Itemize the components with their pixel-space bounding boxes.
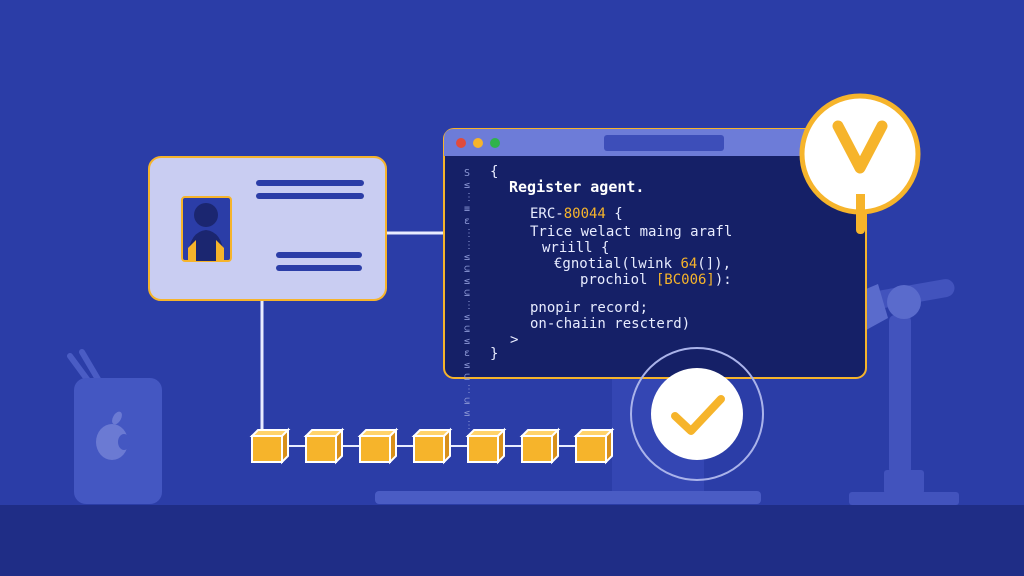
- blockchain-block-icon: [357, 427, 399, 465]
- address-bar[interactable]: [604, 135, 724, 151]
- open-brace: {: [490, 164, 499, 180]
- person-id-card-icon: [148, 156, 387, 301]
- close-brace: }: [490, 346, 499, 362]
- close-angle: >: [510, 332, 519, 348]
- close-dot-icon[interactable]: [456, 138, 466, 148]
- floor: [0, 505, 1024, 576]
- code-title: Register agent.: [509, 178, 645, 196]
- check-mark-icon: [671, 395, 725, 435]
- line-gutter: S ≤ ⋮ ≡ ε ⋮ ⋮ ≤ ⊆ ≤ ⊆ ⋮ ≤ ⊆ ≤ ε ≤ ⊆ ⋮ ⊆ …: [464, 168, 474, 431]
- code-line-4: €gnotial(lwink 64(]),: [554, 256, 732, 272]
- blockchain-block-icon: [303, 427, 345, 465]
- code-line-5: prochiol [BC006]):: [580, 272, 732, 288]
- code-line-7: on-chaiin rescterd): [530, 316, 691, 332]
- blockchain-block-icon: [465, 427, 507, 465]
- blockchain-block-icon: [411, 427, 453, 465]
- code-line-2: Trice welact maing arafl: [530, 224, 733, 240]
- blockchain-blocks: [249, 427, 615, 465]
- code-line-3: wriill {: [542, 240, 610, 256]
- blockchain-block-icon: [573, 427, 615, 465]
- blockchain-block-icon: [249, 427, 291, 465]
- pencil-cup-icon: [67, 349, 162, 504]
- code-window: [443, 128, 867, 379]
- minimize-dot-icon[interactable]: [473, 138, 483, 148]
- code-line-6: pnopir record;: [530, 300, 649, 316]
- maximize-dot-icon[interactable]: [490, 138, 500, 148]
- v-badge-icon: [799, 93, 921, 234]
- blockchain-block-icon: [519, 427, 561, 465]
- code-line-1: ERC-80044 {: [530, 206, 623, 222]
- verified-check: [630, 347, 764, 481]
- code-editor: S ≤ ⋮ ≡ ε ⋮ ⋮ ≤ ⊆ ≤ ⊆ ⋮ ≤ ⊆ ≤ ε ≤ ⊆ ⋮ ⊆ …: [446, 154, 864, 431]
- apple-logo-icon: [96, 411, 130, 460]
